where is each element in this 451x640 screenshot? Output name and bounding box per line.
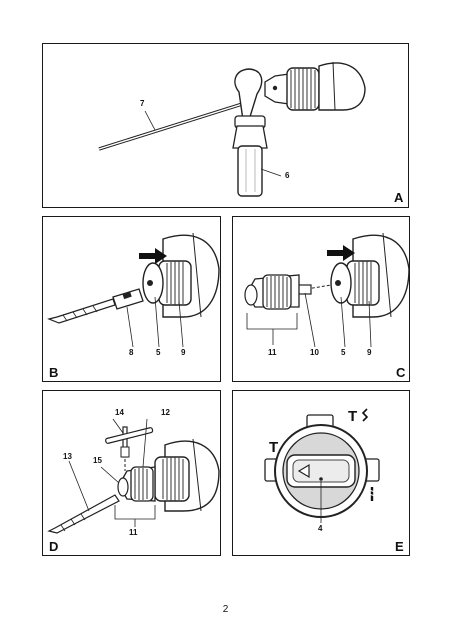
callout-8: 8 xyxy=(129,348,134,357)
mode-symbol-top: T xyxy=(348,408,358,425)
figure-panel-e: T T 4 E xyxy=(232,390,410,556)
chuck-adapter-illustration xyxy=(244,232,410,348)
figure-panel-a: 7 6 A xyxy=(42,43,409,208)
drill-body xyxy=(318,62,366,111)
page-number: 2 xyxy=(222,604,229,615)
figure-panel-c: 11 10 5 9 C xyxy=(232,216,410,382)
figure-panel-b: 8 5 9 B xyxy=(42,216,221,382)
callout-9: 9 xyxy=(367,348,372,357)
callout-11: 11 xyxy=(268,348,277,357)
callout-13: 13 xyxy=(63,452,72,461)
callout-6: 6 xyxy=(285,171,290,180)
hammer-drill-symbol-icon xyxy=(361,408,369,422)
chuck-key-illustration xyxy=(47,418,220,534)
mode-selector-illustration xyxy=(264,408,380,523)
callout-5: 5 xyxy=(156,348,161,357)
panel-label-c: C xyxy=(396,365,406,380)
drill-with-handle-illustration xyxy=(98,61,366,197)
panel-label-e: E xyxy=(395,539,404,554)
side-handle-ring xyxy=(234,68,263,121)
callout-15: 15 xyxy=(93,456,102,465)
figure-panel-d: 14 12 13 15 11 D xyxy=(42,390,221,556)
drill-bit xyxy=(47,298,116,324)
callout-9: 9 xyxy=(181,348,186,357)
side-handle-grip xyxy=(237,145,263,197)
panel-label-b: B xyxy=(49,365,59,380)
bit-insertion-illustration xyxy=(47,232,220,348)
callout-12: 12 xyxy=(161,408,170,417)
triangle-pointer-icon xyxy=(297,463,310,479)
callout-10: 10 xyxy=(310,348,319,357)
callout-5: 5 xyxy=(341,348,346,357)
callout-14: 14 xyxy=(115,408,124,417)
drill-bit xyxy=(47,494,120,534)
callout-11: 11 xyxy=(129,528,138,537)
drill-bit-symbol-icon xyxy=(368,487,376,501)
push-arrow-icon xyxy=(327,245,355,261)
panel-label-a: A xyxy=(394,190,404,205)
callout-4: 4 xyxy=(318,524,323,533)
panel-label-d: D xyxy=(49,539,59,554)
callout-7: 7 xyxy=(140,99,145,108)
push-arrow-icon xyxy=(139,248,167,264)
mode-symbol-left: T xyxy=(269,439,279,456)
